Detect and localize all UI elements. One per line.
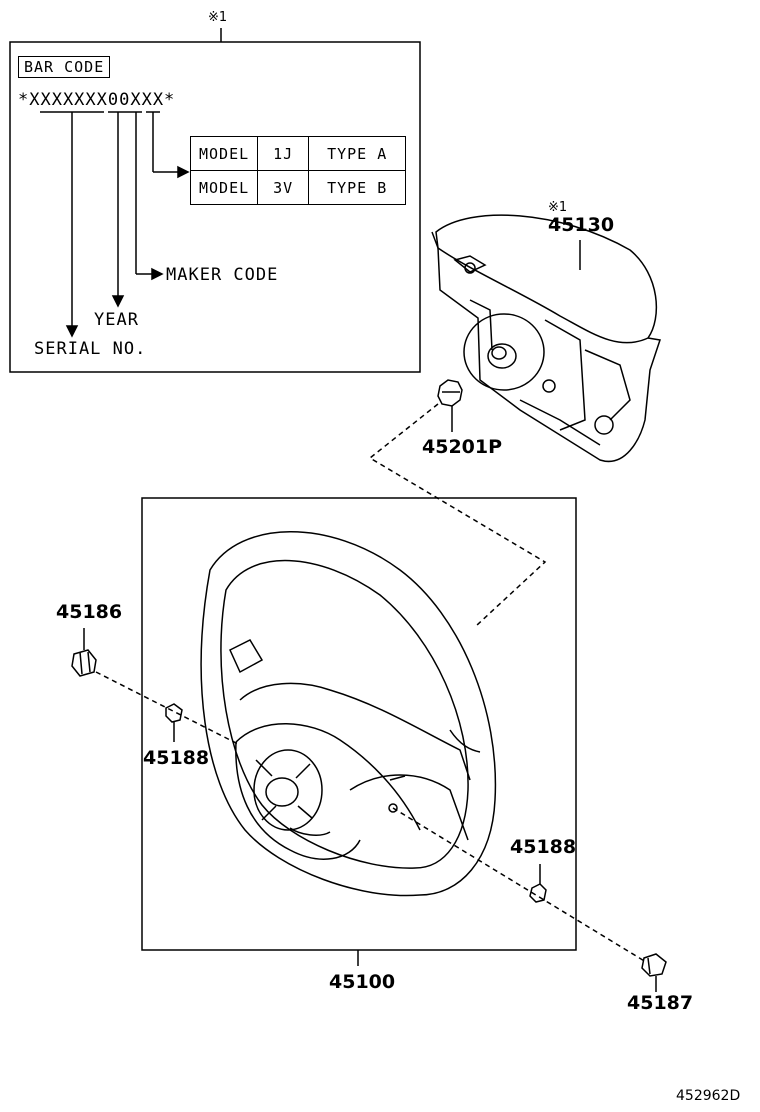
nut-illustration: [437, 379, 463, 432]
maker-code-label: MAKER CODE: [166, 265, 279, 285]
steering-wheel-illustration: [200, 531, 497, 897]
airbag-note-mark: ※1: [548, 200, 568, 215]
barcode-string: *XXXXXXX00XXX*: [18, 90, 176, 110]
year-label: YEAR: [94, 310, 139, 330]
part-number-right-screw: 45188: [510, 836, 577, 858]
part-number-wheel: 45100: [329, 971, 396, 993]
code-cell: 1J: [257, 136, 310, 171]
left-cover-illustration: [71, 628, 97, 677]
part-number-right-cover: 45187: [627, 992, 694, 1014]
figure-id: 452962D: [676, 1088, 741, 1104]
wheel-frame: [141, 497, 577, 951]
barcode-leaders: [40, 111, 190, 338]
code-cell: 3V: [257, 170, 310, 205]
right-screw-illustration: [529, 864, 547, 903]
model-cell: MODEL: [189, 170, 259, 205]
serial-no-label: SERIAL NO.: [34, 339, 147, 359]
type-cell: TYPE A: [308, 136, 407, 171]
left-screw-illustration: [165, 703, 183, 742]
part-number-airbag: 45130: [548, 214, 615, 236]
airbag-module-illustration: [431, 214, 661, 463]
model-code-table: MODEL 1J TYPE A MODEL 3V TYPE B: [189, 136, 407, 205]
part-number-left-cover: 45186: [56, 601, 123, 623]
table-row: MODEL 3V TYPE B: [189, 170, 407, 205]
right-cover-illustration: [641, 953, 667, 992]
right-dashed-line: [392, 807, 647, 963]
model-cell: MODEL: [189, 136, 259, 171]
part-number-nut: 45201P: [422, 436, 503, 458]
panel-note-mark: ※1: [208, 10, 228, 25]
part-number-left-screw: 45188: [143, 747, 210, 769]
bar-code-label: BAR CODE: [18, 56, 111, 78]
airbag-install-dashed-line: [368, 403, 547, 627]
barcode-panel-frame: [9, 41, 421, 373]
type-cell: TYPE B: [308, 170, 407, 205]
table-row: MODEL 1J TYPE A: [189, 136, 407, 171]
left-dashed-line: [95, 671, 241, 746]
